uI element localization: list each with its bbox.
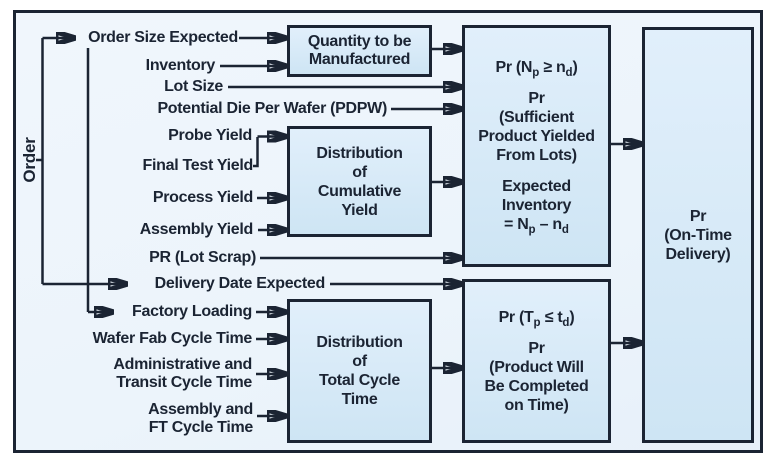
order-label: Order: [20, 137, 39, 183]
input-inventory: Inventory: [145, 57, 216, 74]
input-lot-size: Lot Size: [164, 78, 223, 95]
box-quantity-to-be-manufactured: Quantity to be Manufactured: [287, 25, 432, 77]
formula-np-ge-nd: Pr (Np ≥ nd): [495, 59, 578, 79]
probe-final-test-bracket: [253, 137, 259, 168]
input-pr-lot-scrap: PR (Lot Scrap): [149, 249, 256, 266]
input-probe-yield: Probe Yield: [168, 127, 252, 144]
box-pr-sufficient-product-yielded: Pr (Np ≥ nd) Pr (Sufficient Product Yiel…: [462, 25, 611, 267]
box-distribution-total-cycle-time: Distribution of Total Cycle Time: [287, 299, 432, 443]
pr-yield-content: Pr (Np ≥ nd) Pr (Sufficient Product Yiel…: [478, 58, 595, 236]
input-assembly-yield: Assembly Yield: [139, 221, 254, 238]
box-distribution-cumulative-yield: Distribution of Cumulative Yield: [287, 126, 432, 237]
input-assembly-ft-cycle-time: Assembly and FT Cycle Time: [148, 401, 253, 436]
box-pr-on-time-delivery: Pr (On-Time Delivery): [642, 27, 754, 443]
pr-time-content: Pr (Tp ≤ td) Pr (Product Will Be Complet…: [485, 308, 589, 415]
input-admin-transit-cycle-time: Administrative and Transit Cycle Time: [113, 356, 252, 391]
input-process-yield: Process Yield: [152, 189, 253, 206]
formula-tp-le-td: Pr (Tp ≤ td): [498, 308, 575, 329]
expected-inventory: Expected Inventory= Np – nd: [501, 178, 572, 236]
input-factory-loading: Factory Loading: [132, 303, 252, 320]
input-order-size-expected: Order Size Expected: [88, 29, 238, 46]
input-delivery-date-expected: Delivery Date Expected: [154, 275, 326, 292]
formula-expected-inventory: = Np – nd: [504, 216, 569, 236]
input-final-test-yield: Final Test Yield: [142, 157, 254, 174]
input-wafer-fab-cycle-time: Wafer Fab Cycle Time: [92, 330, 253, 347]
pr-time-body: Pr (Product Will Be Completed on Time): [484, 339, 589, 414]
box-pr-product-completed-on-time: Pr (Tp ≤ td) Pr (Product Will Be Complet…: [462, 279, 611, 443]
pr-yield-body: Pr (Sufficient Product Yielded From Lots…: [478, 90, 595, 164]
input-pdpw: Potential Die Per Wafer (PDPW): [157, 100, 387, 117]
